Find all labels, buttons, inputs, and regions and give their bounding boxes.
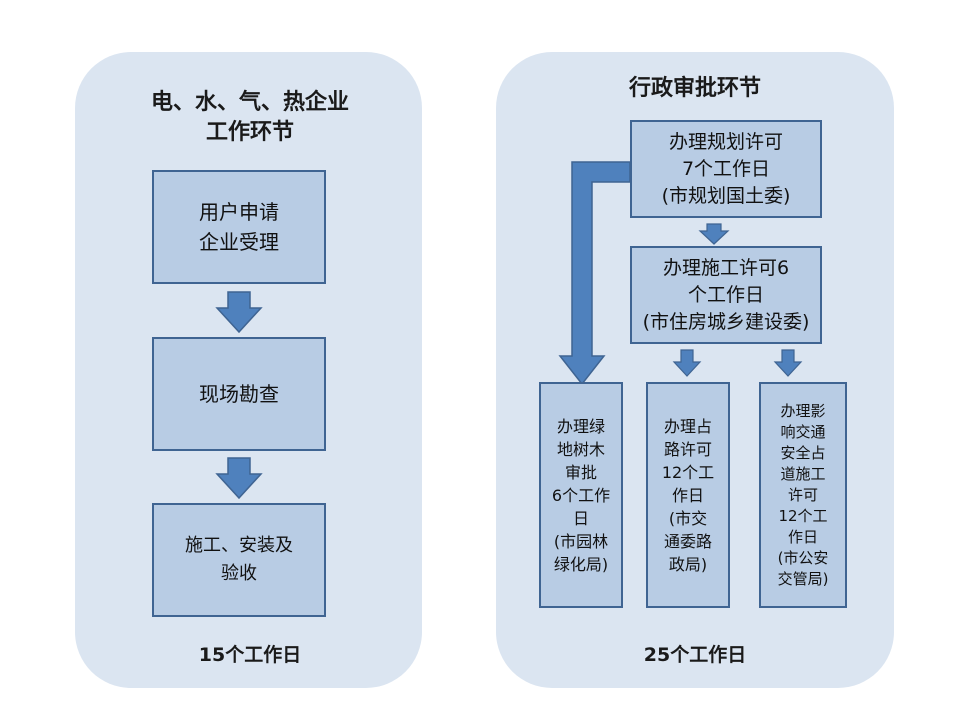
planning-permit-text: 办理规划许可 7个工作日 (市规划国土委) [661,130,791,207]
step-apply-accept-text: 用户申请 企业受理 [199,200,279,254]
road-occupation-permit-box: 办理占 路许可 12个工 作日 (市交 通委路 政局) [646,382,730,608]
arrow-down-icon [773,349,803,377]
step-apply-accept: 用户申请 企业受理 [152,170,326,284]
traffic-safety-permit-box: 办理影 响交通 安全占 道施工 许可 12个工 作日 (市公安 交管局) [759,382,847,608]
right-panel-title: 行政审批环节 [628,76,761,101]
step-construction-install-text: 施工、安装及 验收 [185,535,293,584]
left-total-days: 15个工作日 [198,644,302,666]
step-site-survey: 现场勘查 [152,337,326,451]
bypass-arrow-icon [558,161,631,386]
arrow-down-icon [672,349,702,377]
road-occupation-permit-text: 办理占 路许可 12个工 作日 (市交 通委路 政局) [661,416,715,574]
left-panel-title: 电、水、气、热企业 工作环节 [150,90,349,145]
construction-permit-text: 办理施工许可6 个工作日 (市住房城乡建设委) [642,256,810,333]
green-tree-approval-box: 办理绿 地树木 审批 6个工作 日 (市园林 绿化局) [539,382,623,608]
green-tree-approval-text: 办理绿 地树木 审批 6个工作 日 (市园林 绿化局) [551,416,611,574]
planning-permit-box: 办理规划许可 7个工作日 (市规划国土委) [630,120,822,218]
arrow-down-icon [215,291,263,334]
traffic-safety-permit-text: 办理影 响交通 安全占 道施工 许可 12个工 作日 (市公安 交管局) [777,401,829,588]
arrow-down-icon [215,457,263,500]
construction-permit-box: 办理施工许可6 个工作日 (市住房城乡建设委) [630,246,822,344]
arrow-down-icon [698,223,730,245]
right-total-days: 25个工作日 [643,644,747,666]
step-site-survey-text: 现场勘查 [199,382,279,406]
step-construction-install: 施工、安装及 验收 [152,503,326,617]
